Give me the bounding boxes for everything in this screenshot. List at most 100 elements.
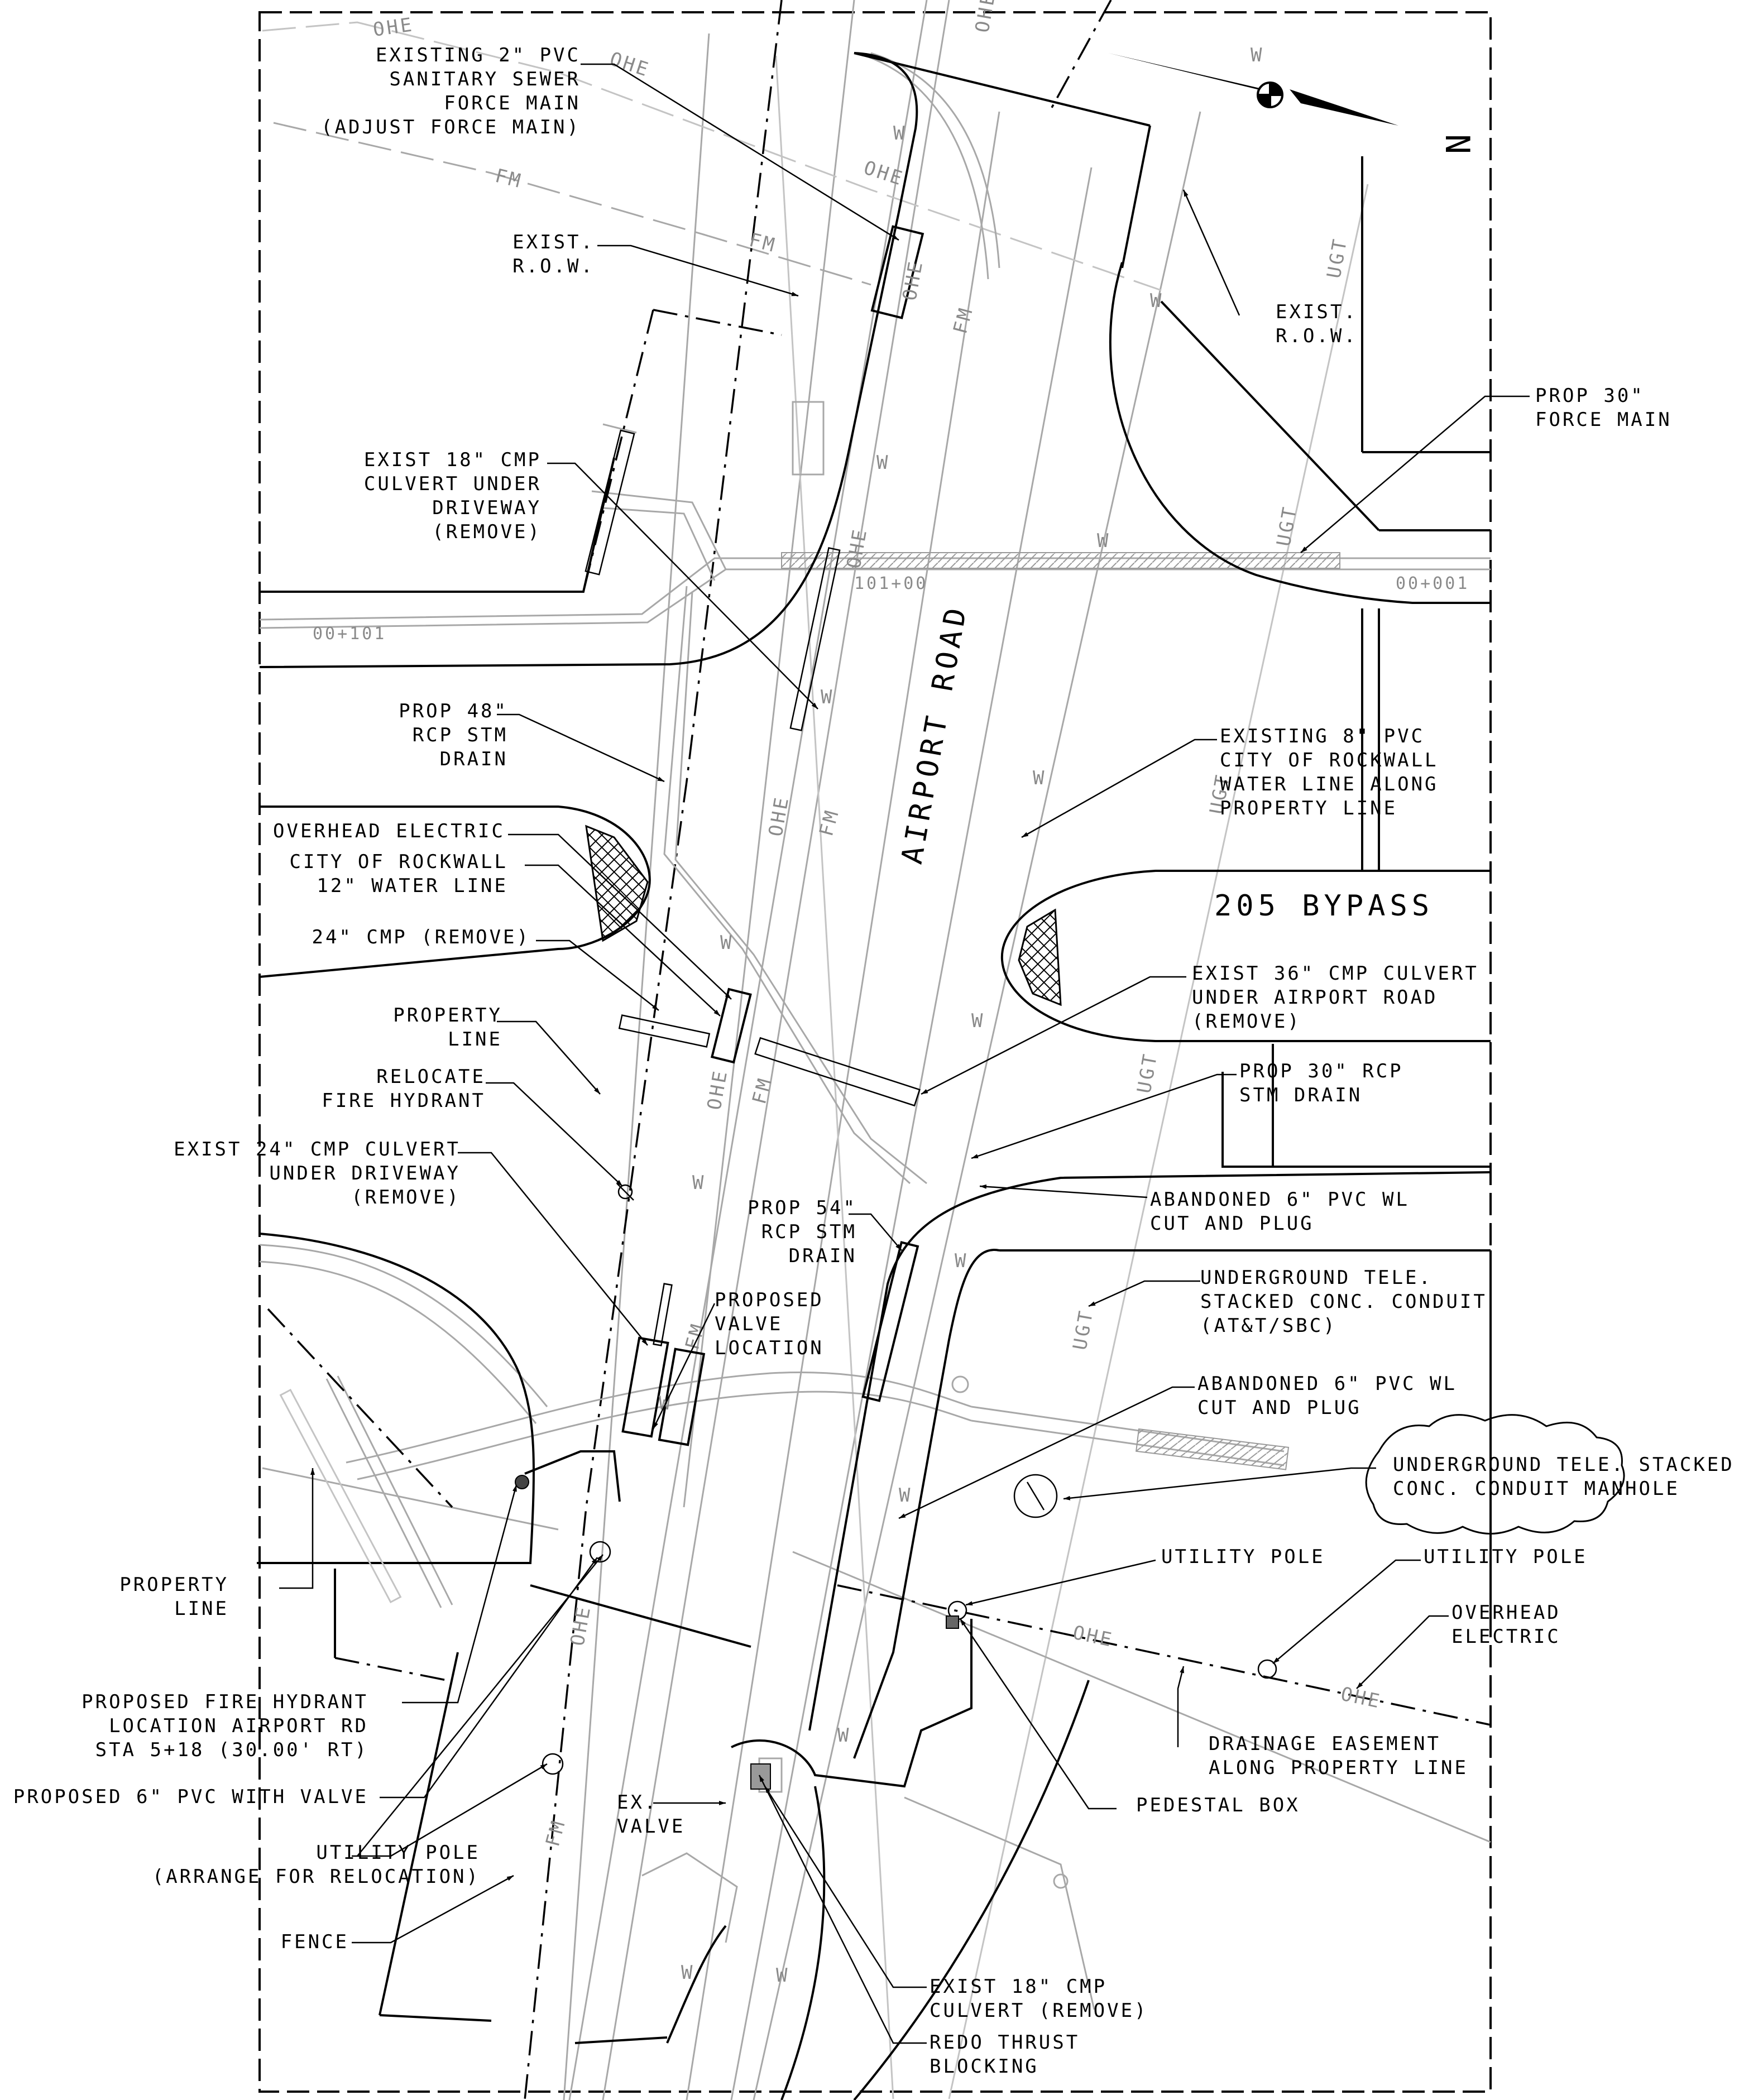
callout-line: REDO THRUST [930,2031,1080,2054]
callout-l04: PROP 30"FORCE MAIN [1535,385,1672,431]
callout-line: RCP STM [413,724,508,746]
callout-line: LOCATION AIRPORT RD [109,1715,368,1737]
callout-l29: EX.VALVE [617,1791,685,1838]
callout-line: PROP 30" RCP [1239,1060,1403,1082]
callout-line: CONC. CONDUIT MANHOLE [1393,1478,1680,1500]
w-mark: W [692,1172,706,1194]
callout-line: PROP 54" [748,1197,857,1219]
callout-line: PROP 48" [399,700,508,722]
callout-line: FORCE MAIN [444,92,581,114]
callout-line: EXISTING 8" PVC [1220,725,1425,747]
callout-line: EXIST. [512,231,595,253]
callout-line: EX. [617,1791,658,1814]
callout-line: CITY OF ROCKWALL [289,851,508,873]
callout-line: LOCATION [715,1337,824,1359]
callout-line: EXIST. [1276,301,1358,323]
w-mark: W [1097,530,1110,552]
callout-line: UNDERGROUND TELE. STACKED [1393,1454,1735,1476]
ugt-mark: UGT [1133,1051,1162,1095]
callout-line: R.O.W. [512,255,595,277]
callout-l19: UNDERGROUND TELE.STACKED CONC. CONDUIT(A… [1200,1267,1487,1337]
callout-line: OVERHEAD ELECTRIC [273,820,505,842]
proposed-features [257,52,1625,2100]
callout-line: CUT AND PLUG [1197,1397,1362,1419]
ohe-mark: OHE [1339,1683,1383,1713]
callout-line: FORCE MAIN [1535,409,1672,431]
callout-line: WATER LINE ALONG [1220,773,1439,795]
callout-line: PROPOSED [715,1289,824,1311]
callout-line: (ARRANGE FOR RELOCATION) [152,1866,480,1888]
callout-line: DRAIN [440,748,508,770]
w-mark: W [899,1484,912,1507]
fm-mark: FM [681,1320,710,1353]
callout-l23: UTILITY POLE [1161,1546,1325,1568]
callout-line: PROPOSED FIRE HYDRANT [82,1691,368,1713]
callout-l08: OVERHEAD ELECTRIC [273,820,505,842]
road-name: AIRPORT ROAD [895,601,974,866]
fm-mark: FM [748,1075,777,1107]
callout-line: CULVERT UNDER [364,473,542,495]
callout-line: FENCE [281,1931,349,1953]
callout-line: EXIST 36" CMP CULVERT [1192,962,1479,985]
w-mark: W [876,452,890,474]
callout-line: LINE [448,1028,502,1051]
w-mark: W [681,1962,694,1984]
w-mark: W [1251,44,1264,66]
fm-mark: FM [542,1817,570,1849]
callout-line: PROPERTY [393,1004,502,1027]
callout-line: ABANDONED 6" PVC WL [1150,1188,1410,1211]
callout-line: CULVERT (REMOVE) [930,2000,1148,2022]
callout-l24: UTILITY POLE [1424,1546,1588,1568]
callout-line: VALVE [715,1313,783,1335]
callout-line: (ADJUST FORCE MAIN) [321,116,581,138]
fm-mark: FM [949,304,978,337]
callout-line: DRIVEWAY [432,497,542,519]
callout-line: SANITARY SEWER [389,68,581,90]
callout-line: BLOCKING [930,2055,1039,2078]
ohe-mark: OHE [372,13,415,41]
callout-line: STACKED CONC. CONDUIT [1200,1291,1487,1313]
callout-line: (AT&T/SBC) [1200,1315,1337,1337]
ugt-mark: UGT [1272,504,1301,548]
callout-line: DRAIN [789,1245,857,1267]
station-label: 00+001 [1396,574,1469,593]
callout-line: R.O.W. [1276,325,1358,347]
ohe-mark: OHE [971,0,1000,35]
fm-mark: FM [747,229,779,257]
callout-line: 24" CMP (REMOVE) [312,926,530,948]
callout-line: EXIST 24" CMP CULVERT [174,1138,461,1161]
callout-line: STM DRAIN [1239,1084,1362,1106]
ohe-mark: OHE [764,794,793,838]
callout-line: OVERHEAD [1451,1602,1561,1624]
w-mark: W [821,686,834,708]
ohe-mark: OHE [898,258,927,302]
w-mark: W [720,932,734,954]
callout-line: CITY OF ROCKWALL [1220,749,1439,771]
callout-line: 12" WATER LINE [317,875,508,897]
revision-cloud [1365,1414,1625,1535]
callout-line: UNDER DRIVEWAY [269,1162,461,1185]
callout-line: (REMOVE) [432,521,542,543]
callout-line: UTILITY POLE [1424,1546,1588,1568]
callout-line: UNDER AIRPORT ROAD [1192,986,1438,1009]
callout-line: EXISTING 2" PVC [376,44,581,66]
ohe-mark: OHE [1071,1622,1115,1652]
station-label: 00+101 [313,624,386,644]
